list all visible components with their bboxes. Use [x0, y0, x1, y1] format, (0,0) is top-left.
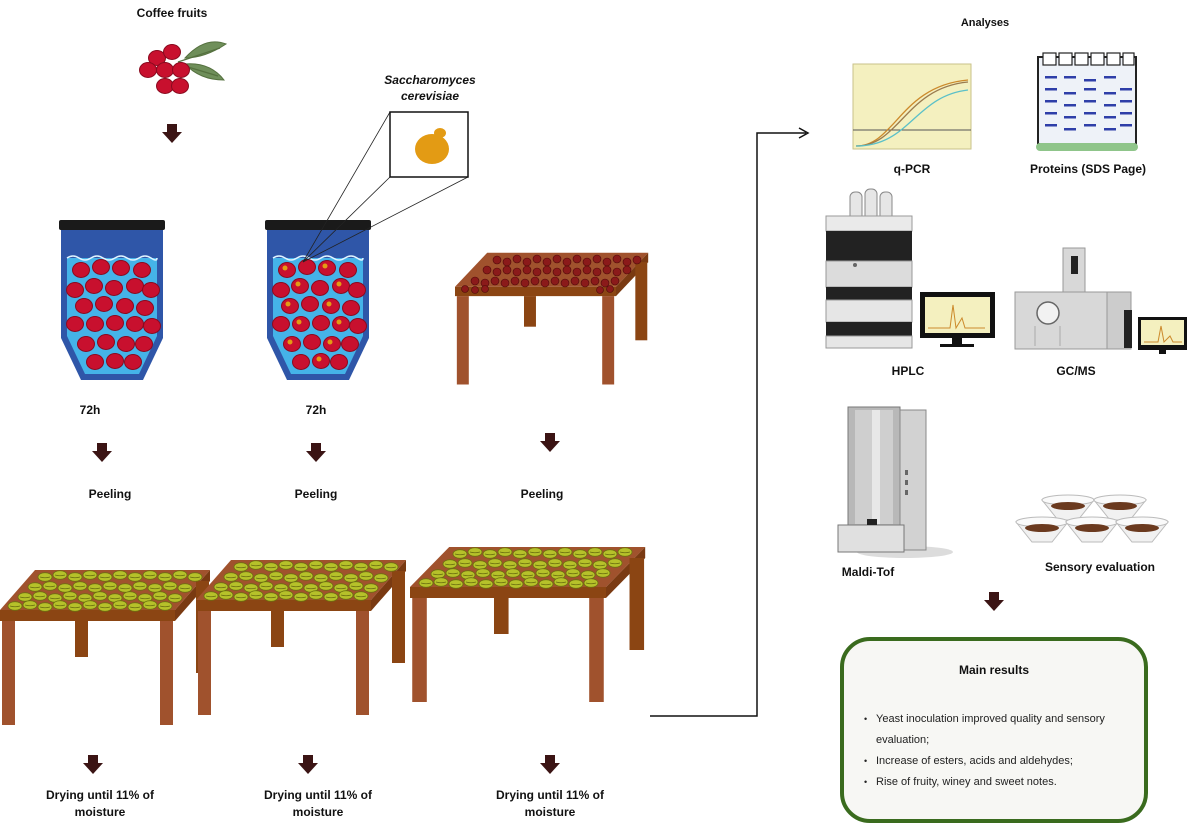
hplc-label: HPLC [891, 364, 925, 378]
gcms-instrument-icon [1014, 247, 1187, 354]
maldi-tof-label: Maldi-Tof [841, 565, 895, 579]
qpcr-label: q-PCR [893, 162, 931, 176]
sensory-evaluation-label: Sensory evaluation [1044, 560, 1156, 574]
arrow-down-icon [984, 592, 1004, 611]
gcms-label: GC/MS [1056, 364, 1096, 378]
drying-table-beans-icon [196, 560, 406, 715]
arrow-down-icon [298, 755, 318, 774]
drying-label: Drying until 11% of moisture [263, 788, 372, 819]
list-item: Rise of fruity, winey and sweet notes. [862, 772, 1130, 793]
list-item: Yeast inoculation improved quality and s… [862, 709, 1130, 751]
time-label: 72h [79, 403, 101, 417]
drying-label: Drying until 11% of moisture [495, 788, 604, 819]
analyses-title: Analyses [960, 17, 1010, 29]
sensory-bowls-icon [1015, 494, 1169, 543]
coffee-fruits-icon [139, 41, 228, 94]
drying-table-cherries-icon [455, 252, 649, 385]
arrow-down-icon [92, 443, 112, 462]
drying-label: Drying until 11% of moisture [45, 788, 154, 819]
arrow-down-icon [540, 755, 560, 774]
main-results-box: Main results Yeast inoculation improved … [840, 637, 1148, 823]
peeling-label: Peeling [520, 487, 564, 501]
coffee-fruits-label: Coffee fruits [136, 6, 208, 20]
proteins-label: Proteins (SDS Page) [1029, 162, 1147, 176]
drying-table-beans-icon [410, 547, 646, 702]
arrow-down-icon [306, 443, 326, 462]
yeast-name-line2: cerevisiae [400, 89, 460, 103]
arrow-down-icon [540, 433, 560, 452]
main-results-title: Main results [958, 663, 1030, 677]
yeast-zoom-icon [302, 111, 469, 263]
main-results-list: Yeast inoculation improved quality and s… [862, 709, 1130, 793]
time-label: 72h [305, 403, 327, 417]
peeling-label: Peeling [294, 487, 338, 501]
fermentation-tank-icon [58, 219, 166, 381]
inoculated-tank-icon [264, 219, 372, 381]
hplc-instrument-icon [825, 188, 995, 349]
drying-table-beans-icon [0, 570, 210, 725]
sds-page-gel-icon [1036, 52, 1138, 151]
qpcr-plot-icon [852, 63, 972, 150]
connector-arrow [650, 127, 810, 717]
arrow-down-icon [162, 124, 182, 143]
list-item: Increase of esters, acids and aldehydes; [862, 751, 1130, 772]
peeling-label: Peeling [88, 487, 132, 501]
maldi-tof-instrument-icon [837, 406, 953, 558]
yeast-name-line1: Saccharomyces [384, 73, 476, 87]
arrow-down-icon [83, 755, 103, 774]
